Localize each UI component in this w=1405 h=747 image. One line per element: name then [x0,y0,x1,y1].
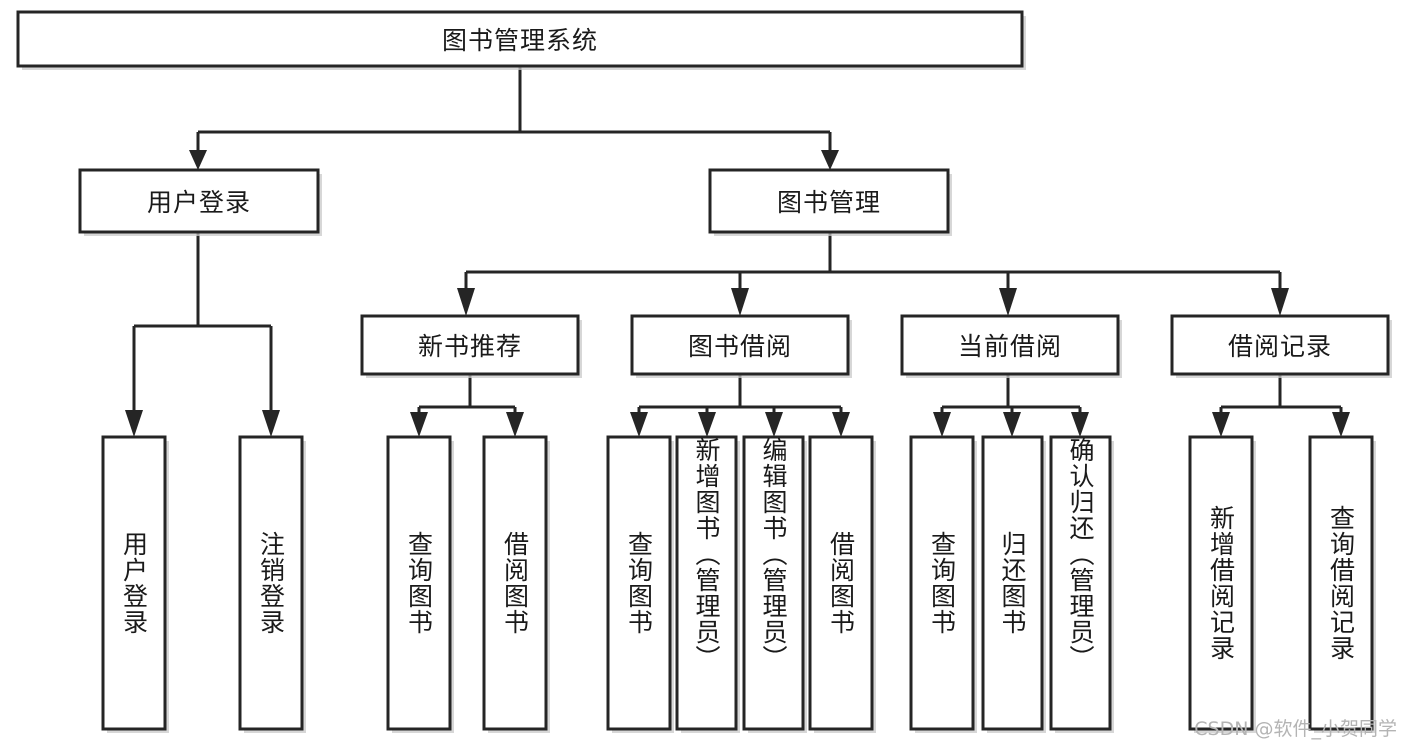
arrow-nbr-leaf-1 [410,412,428,437]
node-book-borrow[interactable] [630,314,852,378]
node-leaf-return-book[interactable] [981,435,1046,733]
connector-group-current-borrow [933,374,1089,437]
node-leaf-borrow-book-rec[interactable] [482,435,550,733]
connector-group-borrow-record [1212,374,1350,437]
connector-group-book-borrow [630,374,850,437]
node-leaf-user-login[interactable] [101,435,169,733]
arrow-bm-to-book-borrow [731,288,749,316]
node-leaf-add-book[interactable] [675,435,740,733]
node-borrow-record[interactable] [1170,314,1392,378]
node-book-manage[interactable] [708,168,952,236]
arrow-root-to-user-login [189,150,207,170]
arrow-nbr-leaf-2 [506,412,524,437]
arrow-root-to-book-manage [821,150,839,170]
arrow-bm-to-new-book-rec [457,288,475,316]
arrow-user-login-leaf-2 [262,410,280,437]
arrow-cb-leaf-2 [1003,412,1021,437]
connector-group-new-book-rec [410,374,524,437]
arrow-br-leaf-1 [1212,412,1230,437]
arrow-cb-leaf-1 [933,412,951,437]
node-leaf-query-book-borrow[interactable] [606,435,674,733]
connector-group-user-login [125,232,280,437]
node-user-login[interactable] [78,168,322,236]
node-new-book-rec[interactable] [360,314,582,378]
arrow-bb-leaf-4 [832,412,850,437]
node-leaf-query-book-cur[interactable] [909,435,977,733]
node-root[interactable] [16,10,1026,70]
arrow-bb-leaf-3 [765,412,783,437]
node-leaf-confirm-return[interactable] [1049,435,1114,733]
node-leaf-edit-book[interactable] [742,435,807,733]
node-leaf-add-record[interactable] [1188,435,1256,733]
arrow-bb-leaf-2 [698,412,716,437]
arrow-user-login-leaf-1 [125,410,143,437]
arrow-cb-leaf-3 [1071,412,1089,437]
node-leaf-borrow-book[interactable] [808,435,876,733]
node-leaf-logout[interactable] [238,435,306,733]
arrow-br-leaf-2 [1332,412,1350,437]
node-current-borrow[interactable] [900,314,1122,378]
connector-group-book-manage [457,232,1289,316]
connector-group-root [189,66,839,170]
arrow-bm-to-borrow-record [1271,288,1289,316]
node-leaf-query-book-rec[interactable] [386,435,454,733]
arrow-bb-leaf-1 [630,412,648,437]
arrow-bm-to-current-borrow [999,288,1017,316]
node-leaf-query-record[interactable] [1308,435,1376,733]
